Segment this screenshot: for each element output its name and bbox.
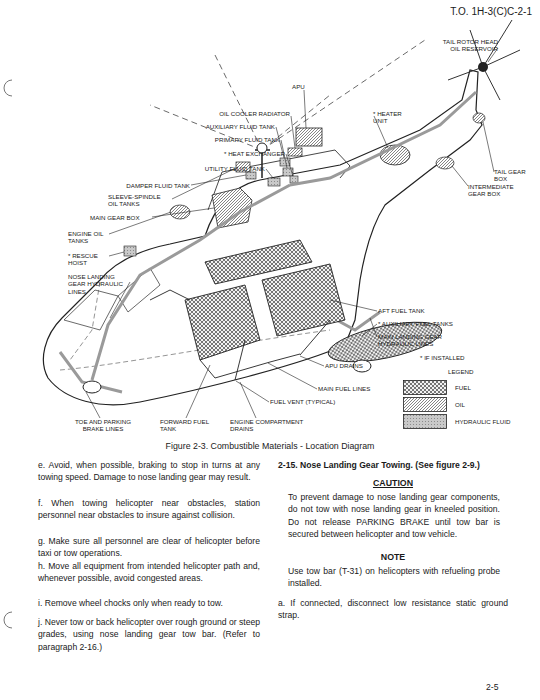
- aft-fuel-tank: [262, 264, 345, 336]
- legend-swatch: [403, 380, 447, 395]
- body-paragraph: j. Never tow or back helicopter over rou…: [38, 616, 260, 653]
- caution-heading: CAUTION: [278, 477, 508, 489]
- legend-row: HYDRAULIC FLUID: [403, 414, 533, 430]
- callout-label: TAIL GEAR BOX: [494, 168, 530, 183]
- legend-sample: [404, 398, 447, 412]
- callout-label: * HEAT EXCHANGER: [168, 150, 285, 157]
- binding-mark: [4, 612, 12, 628]
- fuselage-outline: [43, 70, 482, 405]
- callout-label: TOE AND PARKING BRAKE LINES: [70, 418, 136, 433]
- body-paragraph: h. Move all equipment from intended heli…: [38, 560, 260, 585]
- intermediate-gear-box: [436, 157, 454, 169]
- tail-gear-box: [473, 113, 485, 123]
- legend-row: OIL: [403, 397, 533, 413]
- callout-label: AFT FUEL TANK: [378, 307, 478, 314]
- fuel-tank-top: [205, 240, 312, 284]
- body-paragraph: f. When towing helicopter near obstacles…: [38, 497, 260, 522]
- body-paragraph: e. Avoid, when possible, braking to stop…: [38, 459, 260, 484]
- page-header: T.O. 1H-3(C)C-2-1: [428, 6, 532, 18]
- callout-label: FUEL VENT (TYPICAL): [270, 398, 360, 405]
- utility-fluid-tank: [268, 178, 280, 186]
- callout-label: TAIL ROTOR HEAD OIL RESERVOIR: [432, 38, 498, 53]
- forward-fuel-tank: [185, 285, 260, 360]
- callout-label: INTERMEDIATE GEAR BOX: [468, 183, 523, 198]
- legend-text: HYDRAULIC FLUID: [455, 418, 510, 425]
- callout-label: MAIN GEAR BOX: [90, 214, 154, 221]
- heat-exchanger: [290, 176, 298, 183]
- callout-label: DAMPER FLUID TANK: [95, 182, 190, 189]
- body-paragraph: i. Remove wheel chocks only when ready t…: [38, 597, 260, 609]
- section-heading: 2-15. Nose Landing Gear Towing. (See fig…: [278, 459, 508, 471]
- nose-wheel: [83, 381, 101, 393]
- caution-text: To prevent damage to nose landing gear c…: [288, 491, 500, 541]
- legend-sample: [404, 415, 447, 429]
- rescue-hoist: [124, 246, 136, 256]
- legend-text: FUEL: [455, 384, 471, 391]
- page-number: 2-5: [486, 681, 516, 693]
- body-paragraph: g. Make sure all personnel are clear of …: [38, 535, 260, 560]
- callout-label: MAIN LANDING GEAR HYDRAULIC LINES: [378, 333, 460, 348]
- hydraulic-line: [60, 92, 476, 392]
- callout-label: PRIMARY FLUID TANK: [168, 136, 280, 143]
- damper-fluid-tank: [246, 172, 256, 179]
- legend-swatch: [403, 397, 447, 412]
- callout-label: APU: [292, 83, 316, 90]
- callout-label: FORWARD FUEL TANK: [160, 418, 210, 433]
- callout-label: MAIN FUEL LINES: [318, 385, 388, 392]
- oil-cooler-radiator: [288, 148, 302, 156]
- callout-label: NOSE LANDING GEAR HYDRAULIC LINES: [68, 273, 128, 295]
- legend-sample: [404, 381, 447, 395]
- callout-label: OIL COOLER RADIATOR: [200, 110, 290, 117]
- note-text: Use tow bar (T-31) on helicopters with r…: [288, 565, 500, 590]
- apu-unit: [296, 128, 322, 146]
- callout-label: AUXILIARY FLUID TANK: [168, 123, 275, 130]
- body-paragraph: a. If connected, disconnect low resistan…: [278, 597, 508, 622]
- note-heading: NOTE: [278, 551, 508, 563]
- figure-caption: Figure 2-3. Combustible Materials - Loca…: [120, 441, 420, 452]
- tail-rotor-head: [478, 62, 488, 72]
- callout-label: * RESCUE HOIST: [68, 252, 108, 267]
- callout-label: SLEEVE-SPINDLE OIL TANKS: [108, 193, 170, 208]
- callout-label: ENGINE OIL TANKS: [68, 230, 108, 245]
- footnote-label: * IF INSTALLED: [420, 354, 500, 361]
- legend-swatch: [403, 414, 447, 429]
- binding-mark: [4, 80, 12, 96]
- callout-label: APU DRAINS: [325, 362, 385, 369]
- fuel-line: [150, 290, 330, 380]
- callout-label: UTILITY FLUID TANK: [148, 165, 265, 172]
- legend-row: FUEL: [403, 380, 533, 396]
- legend-text: OIL: [455, 401, 465, 408]
- callout-label: * AUXILIARY FUEL TANKS: [378, 320, 488, 327]
- legend-heading: LEGEND: [448, 368, 498, 375]
- callout-label: ENGINE COMPARTMENT DRAINS: [230, 418, 310, 433]
- rotor-blade-outline: [150, 40, 425, 150]
- leader-line: [86, 48, 498, 418]
- callout-label: * HEATER UNIT: [373, 110, 407, 125]
- tail-rotor-blade: [448, 20, 520, 100]
